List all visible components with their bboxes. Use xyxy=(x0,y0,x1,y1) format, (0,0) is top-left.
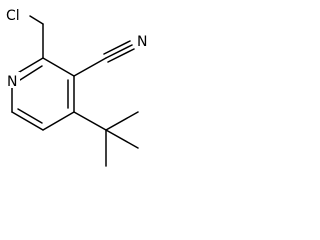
bond-c4-cq xyxy=(73,111,107,131)
ring-nitrogen-label: N xyxy=(7,74,17,90)
bond-n1-c2 xyxy=(15,57,44,75)
nitrile-nitrogen-label-bg xyxy=(134,32,150,48)
chlorine-label-bg xyxy=(4,6,28,22)
bond-n1-c2-inner xyxy=(19,65,43,81)
bond-triple-1 xyxy=(105,44,133,59)
chemical-structure: N Cl N xyxy=(4,6,150,167)
bond-triple-3 xyxy=(107,48,135,63)
bond-c3-cn xyxy=(73,57,107,77)
nitrile-nitrogen-label: N xyxy=(137,34,147,50)
bond-c2-c3 xyxy=(42,57,75,77)
bond-c5-c6-inner xyxy=(17,108,43,124)
bond-c5-c6-outer xyxy=(11,111,44,131)
bond-c4-c5 xyxy=(42,111,75,131)
bond-ch2-cl xyxy=(29,15,44,25)
bond-cq-me2 xyxy=(105,129,139,149)
bond-triple-2 xyxy=(103,40,131,55)
chlorine-label: Cl xyxy=(6,8,20,24)
nitrogen-label-bg xyxy=(4,72,20,88)
bond-cq-me1 xyxy=(105,111,139,131)
